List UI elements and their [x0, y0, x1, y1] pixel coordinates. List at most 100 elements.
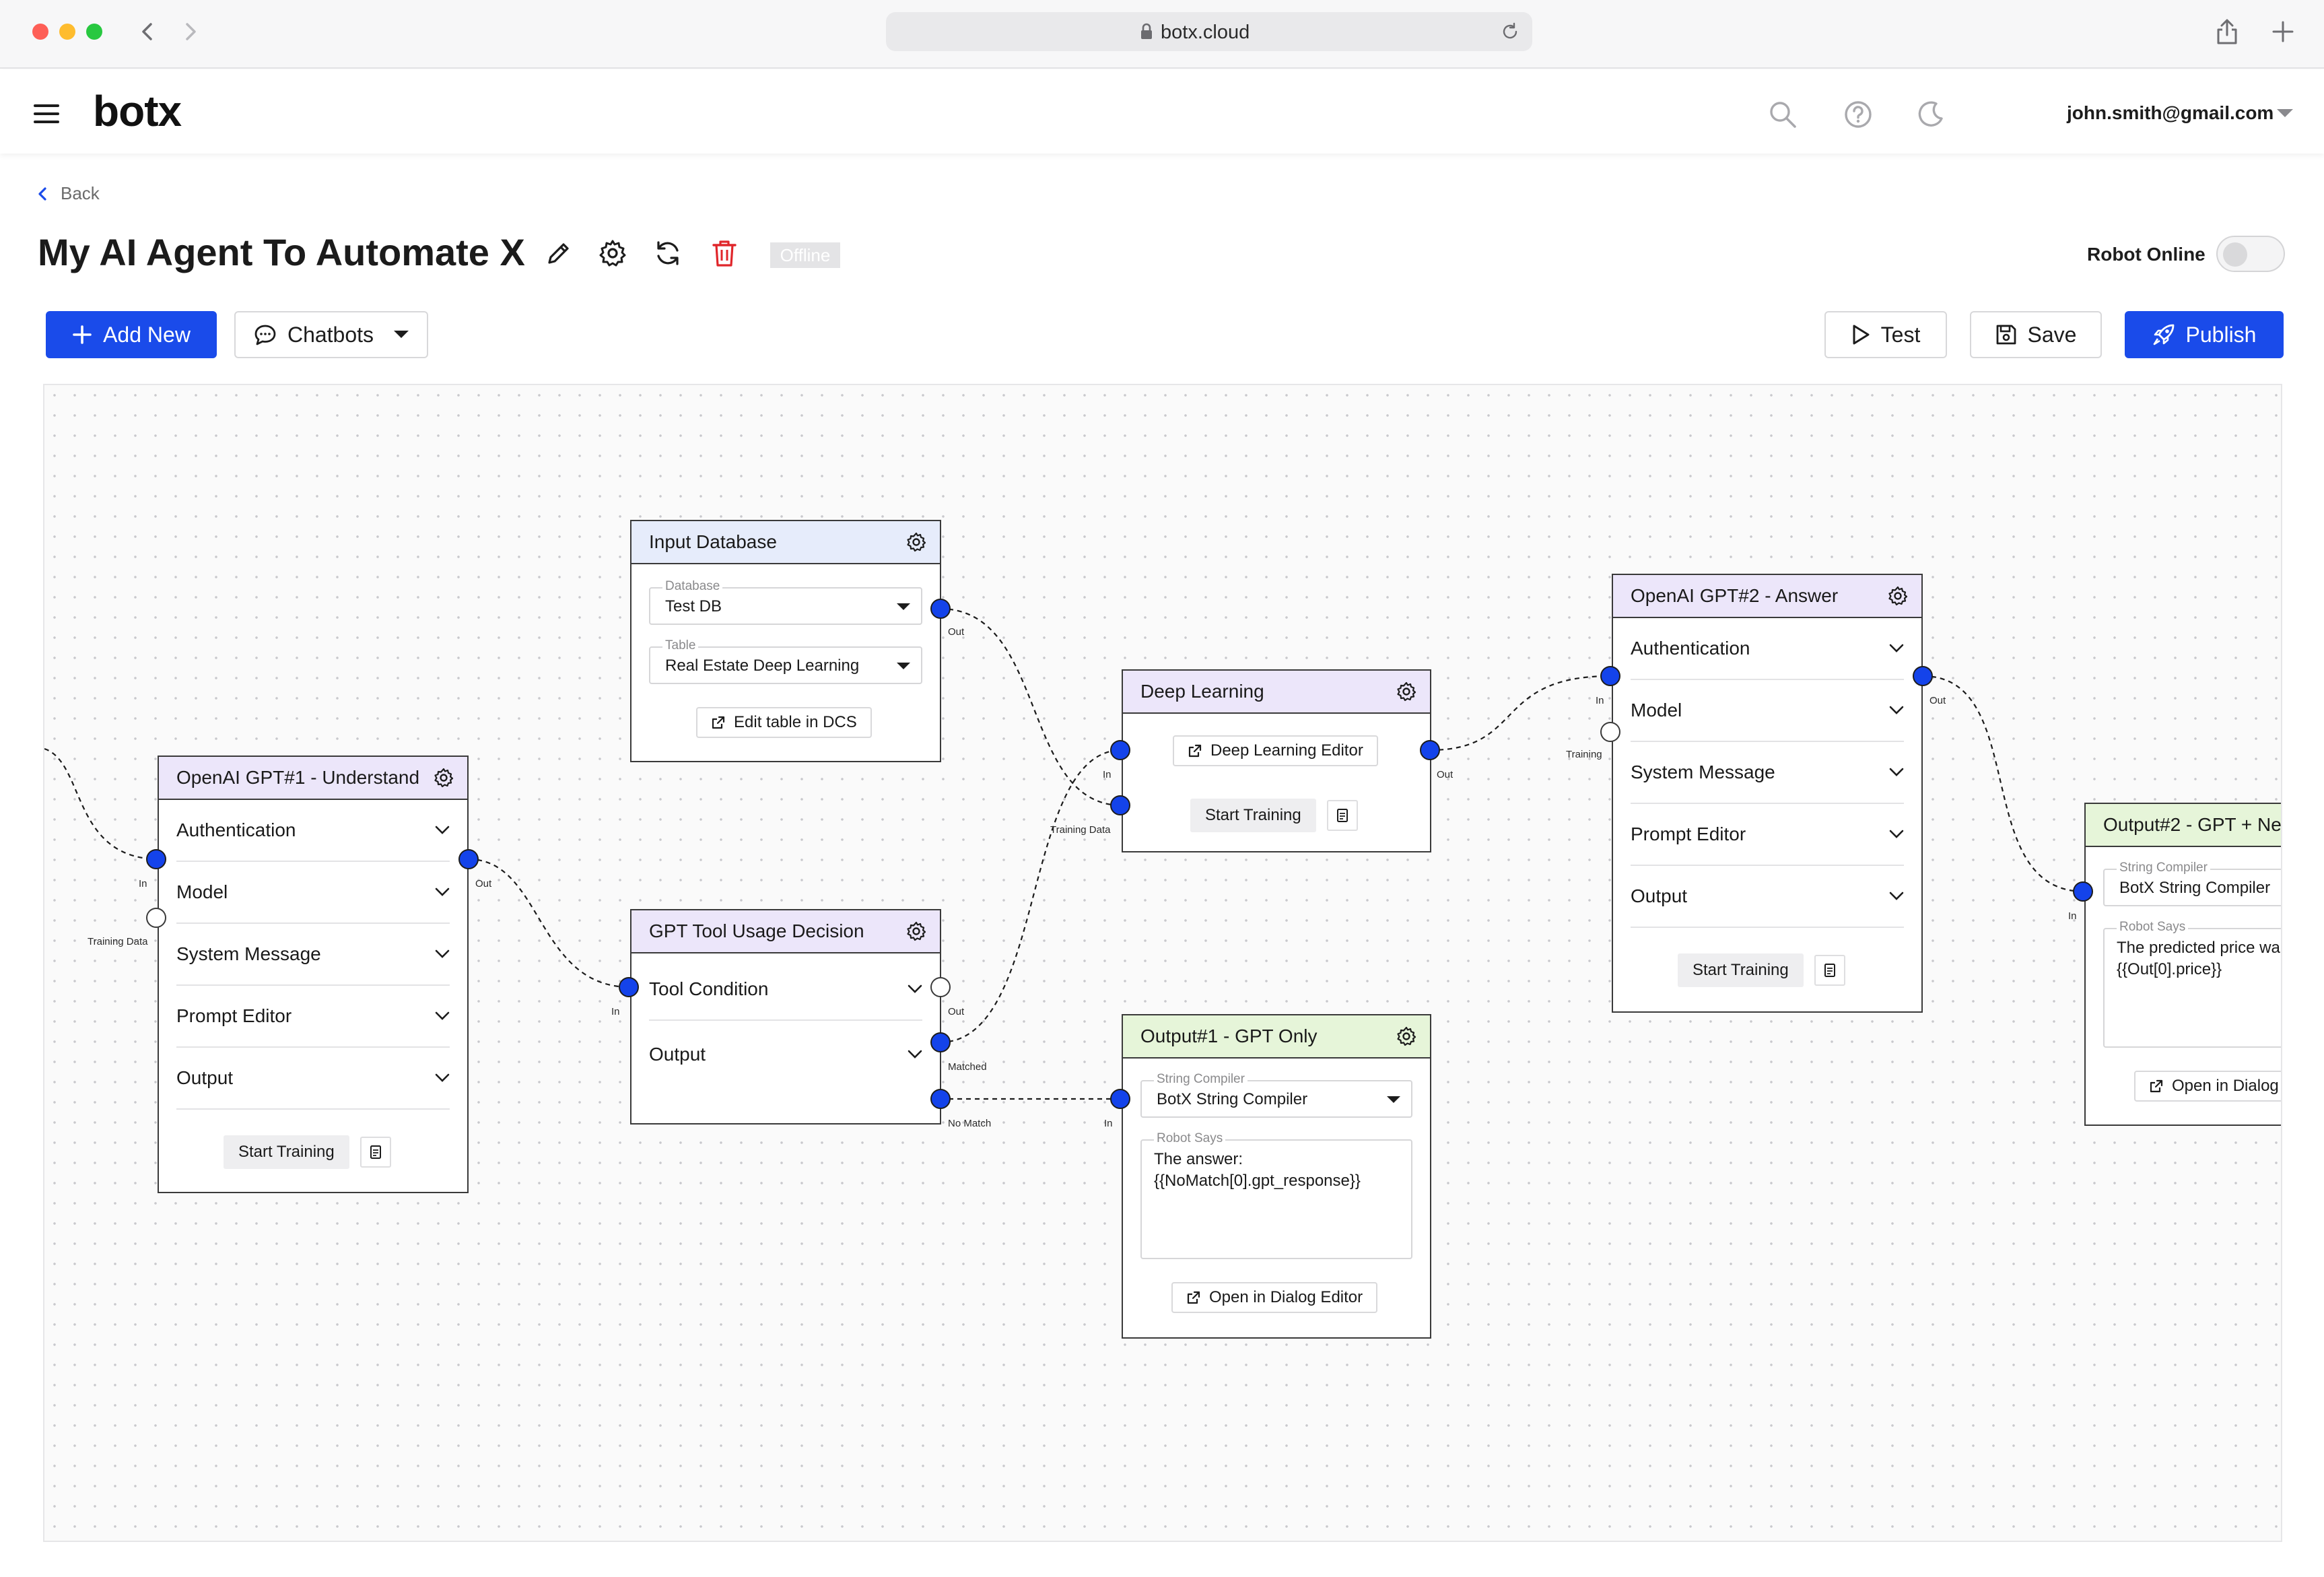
deeplearning-out-port[interactable]: [1420, 740, 1440, 760]
open-dialog-editor-button[interactable]: Open in Dialog: [2134, 1071, 2281, 1102]
dark-mode-icon[interactable]: [1916, 100, 1946, 129]
reload-icon[interactable]: [1500, 22, 1520, 42]
user-menu-caret-icon[interactable]: [2277, 109, 2293, 119]
node-header[interactable]: GPT Tool Usage Decision: [631, 910, 940, 953]
accordion-system-message[interactable]: System Message: [176, 924, 450, 986]
accordion-output[interactable]: Output: [1631, 866, 1904, 928]
node-header[interactable]: OpenAI GPT#2 - Answer: [1613, 575, 1921, 618]
node-header[interactable]: OpenAI GPT#1 - Understand: [159, 757, 467, 800]
user-email[interactable]: john.smith@gmail.com: [2067, 102, 2274, 123]
accordion-authentication[interactable]: Authentication: [176, 800, 450, 862]
database-select[interactable]: Database Test DB: [649, 579, 922, 625]
gpttool-matched-port[interactable]: [930, 1032, 951, 1052]
window-close-button[interactable]: [32, 24, 48, 40]
edit-icon[interactable]: [544, 238, 574, 268]
accordion-authentication[interactable]: Authentication: [1631, 618, 1904, 680]
chat-bubble-icon: [254, 325, 276, 345]
caret-down-icon: [1387, 1096, 1400, 1103]
gpt2-training-port[interactable]: [1600, 722, 1620, 742]
field-label: Database: [662, 579, 723, 594]
gear-icon[interactable]: [1888, 586, 1908, 606]
gpttool-in-port[interactable]: [619, 977, 639, 997]
wire-inputdb-out-to-dl-training: [939, 607, 1122, 807]
accordion-model[interactable]: Model: [1631, 680, 1904, 742]
accordion-prompt-editor[interactable]: Prompt Editor: [176, 986, 450, 1048]
accordion-prompt-editor[interactable]: Prompt Editor: [1631, 804, 1904, 866]
deeplearning-in-port[interactable]: [1110, 740, 1130, 760]
robot-online-toggle[interactable]: [2216, 236, 2285, 272]
node-deep-learning[interactable]: Deep Learning Deep Learning Editor Start…: [1122, 669, 1431, 852]
add-new-button[interactable]: Add New: [46, 311, 217, 358]
accordion-output[interactable]: Output: [176, 1048, 450, 1110]
start-training-button[interactable]: Start Training: [224, 1135, 349, 1169]
accordion-model[interactable]: Model: [176, 862, 450, 924]
inputdb-out-port[interactable]: [930, 599, 951, 619]
test-button[interactable]: Test: [1824, 311, 1947, 358]
node-input-database[interactable]: Input Database Database Test DB Table Re…: [630, 520, 941, 762]
node-header[interactable]: Deep Learning: [1123, 671, 1430, 714]
document-icon[interactable]: [1814, 955, 1845, 986]
start-training-button[interactable]: Start Training: [1190, 799, 1316, 832]
gpt2-out-port[interactable]: [1913, 666, 1933, 686]
open-dialog-editor-button[interactable]: Open in Dialog Editor: [1171, 1282, 1378, 1313]
output1-in-port[interactable]: [1110, 1089, 1130, 1109]
address-bar[interactable]: botx.cloud: [886, 12, 1532, 51]
deep-learning-editor-button[interactable]: Deep Learning Editor: [1173, 735, 1378, 766]
new-tab-icon[interactable]: [2271, 20, 2294, 43]
gpt2-in-port[interactable]: [1600, 666, 1620, 686]
refresh-icon[interactable]: [653, 238, 683, 268]
document-icon[interactable]: [360, 1137, 391, 1168]
wire-gpt2-out-to-output2-in: [1922, 675, 2085, 893]
browser-forward-icon[interactable]: [178, 19, 203, 44]
menu-icon[interactable]: [34, 104, 59, 124]
robot-says-textarea[interactable]: Robot Says The answer: {{NoMatch[0].gpt_…: [1140, 1131, 1412, 1259]
window-minimize-button[interactable]: [59, 24, 75, 40]
gear-icon[interactable]: [906, 532, 926, 552]
gear-icon[interactable]: [434, 768, 454, 788]
string-compiler-select[interactable]: String Compiler BotX String Compiler: [1140, 1072, 1412, 1118]
document-icon[interactable]: [1326, 800, 1358, 831]
settings-icon[interactable]: [598, 238, 627, 268]
flow-canvas[interactable]: OpenAI GPT#1 - Understand Authentication…: [43, 384, 2282, 1542]
robot-says-textarea[interactable]: Robot Says The predicted price wa {{Out[…: [2103, 920, 2281, 1048]
gpt1-out-port[interactable]: [458, 849, 479, 869]
browser-back-icon[interactable]: [135, 19, 160, 44]
save-button[interactable]: Save: [1970, 311, 2102, 358]
table-select[interactable]: Table Real Estate Deep Learning: [649, 638, 922, 684]
node-output1[interactable]: Output#1 - GPT Only String Compiler BotX…: [1122, 1014, 1431, 1339]
node-header[interactable]: Input Database: [631, 521, 940, 564]
back-link[interactable]: Back: [38, 183, 100, 204]
deeplearning-training-port[interactable]: [1110, 795, 1130, 815]
gpt1-in-port[interactable]: [146, 849, 166, 869]
gear-icon[interactable]: [906, 921, 926, 941]
node-output2[interactable]: Output#2 - GPT + Neu String Compiler Bot…: [2084, 803, 2281, 1126]
node-openai-gpt1[interactable]: OpenAI GPT#1 - Understand Authentication…: [158, 756, 469, 1193]
node-header[interactable]: Output#2 - GPT + Neu: [2086, 804, 2281, 847]
chevron-down-icon: [435, 949, 450, 958]
gpt1-training-port[interactable]: [146, 908, 166, 928]
window-zoom-button[interactable]: [86, 24, 102, 40]
help-icon[interactable]: [1843, 100, 1873, 129]
output2-in-port[interactable]: [2073, 881, 2093, 902]
accordion-system-message[interactable]: System Message: [1631, 742, 1904, 804]
node-title: GPT Tool Usage Decision: [649, 920, 864, 941]
start-training-button[interactable]: Start Training: [1678, 953, 1804, 987]
chatbots-dropdown[interactable]: Chatbots: [234, 311, 428, 358]
share-icon[interactable]: [2215, 18, 2239, 46]
node-openai-gpt2[interactable]: OpenAI GPT#2 - Answer Authentication Mod…: [1612, 574, 1923, 1013]
node-title: OpenAI GPT#2 - Answer: [1631, 585, 1839, 606]
accordion-output[interactable]: Output: [649, 1024, 922, 1085]
gpttool-out-port[interactable]: [930, 977, 951, 997]
edit-table-button[interactable]: Edit table in DCS: [696, 707, 872, 738]
app-logo[interactable]: botx: [93, 87, 182, 135]
gear-icon[interactable]: [1396, 681, 1416, 702]
publish-button[interactable]: Publish: [2125, 311, 2284, 358]
node-header[interactable]: Output#1 - GPT Only: [1123, 1015, 1430, 1059]
delete-icon[interactable]: [710, 238, 739, 268]
accordion-tool-condition[interactable]: Tool Condition: [649, 959, 922, 1021]
string-compiler-select[interactable]: String Compiler BotX String Compiler: [2103, 861, 2281, 906]
gpttool-nomatch-port[interactable]: [930, 1089, 951, 1109]
node-gpt-tool-decision[interactable]: GPT Tool Usage Decision Tool Condition O…: [630, 909, 941, 1125]
search-icon[interactable]: [1768, 100, 1798, 129]
gear-icon[interactable]: [1396, 1026, 1416, 1046]
